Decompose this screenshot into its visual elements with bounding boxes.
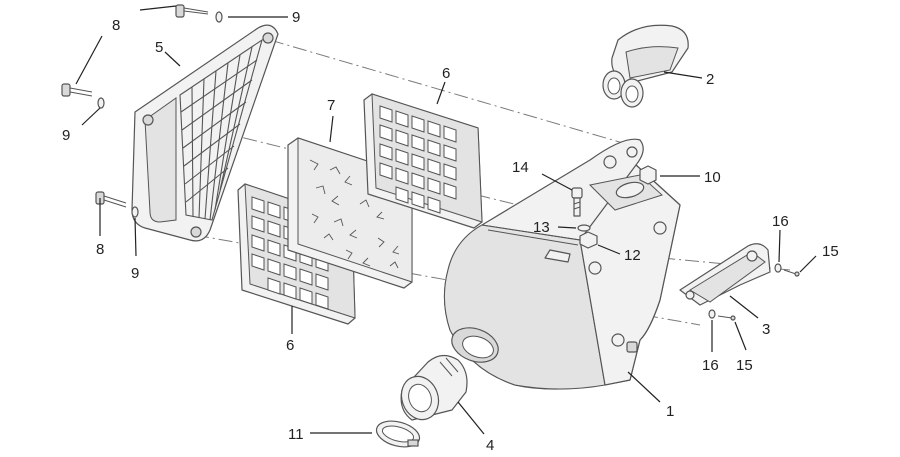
cover-mesh [179,38,263,221]
bolt-part-14 [571,187,583,217]
filter-grid-upper [363,93,483,229]
callout-2: 2 [706,71,714,88]
callout-9-left: 9 [62,127,70,144]
callout-8-top: 8 [112,17,120,34]
callout-12: 12 [624,247,641,264]
callout-14: 14 [512,159,529,176]
nut-part-12 [579,231,598,249]
callout-9-top: 9 [292,9,300,26]
screw-top [175,4,223,23]
callout-15-bottom: 15 [736,357,753,374]
callout-3: 3 [762,321,770,338]
callout-labels: 8 9 5 9 8 9 6 7 6 2 10 14 13 12 16 15 3 … [62,9,839,454]
foam-texture [309,159,400,269]
callout-5: 5 [155,39,163,56]
callout-9-bottom: 9 [131,265,139,282]
air-box-housing [443,138,681,390]
callout-7: 7 [327,97,335,114]
washer-part-13 [577,224,591,232]
screw-bottom [95,191,139,218]
callout-4: 4 [486,437,494,454]
callout-8-bottom: 8 [96,241,104,258]
callout-6-lower: 6 [286,337,294,354]
callout-16-bottom: 16 [702,357,719,374]
callout-6-upper: 6 [442,65,450,82]
callout-leaders [75,5,817,435]
callout-16-top: 16 [772,213,789,230]
small-screw-lower [708,309,736,321]
small-screw-right [774,263,800,277]
screw-left [61,83,105,109]
hose-clamp [375,420,421,448]
callout-13: 13 [533,219,550,236]
mounting-bracket [679,243,771,306]
nut-part-10 [639,165,657,185]
intake-sleeve [400,354,468,421]
intake-duct [602,24,689,108]
callout-1: 1 [666,403,674,420]
callout-15-top: 15 [822,243,839,260]
upper-grid-holes [379,105,457,214]
callout-11: 11 [288,426,304,443]
filter-cover-frame [131,24,279,242]
callout-10: 10 [704,169,721,186]
